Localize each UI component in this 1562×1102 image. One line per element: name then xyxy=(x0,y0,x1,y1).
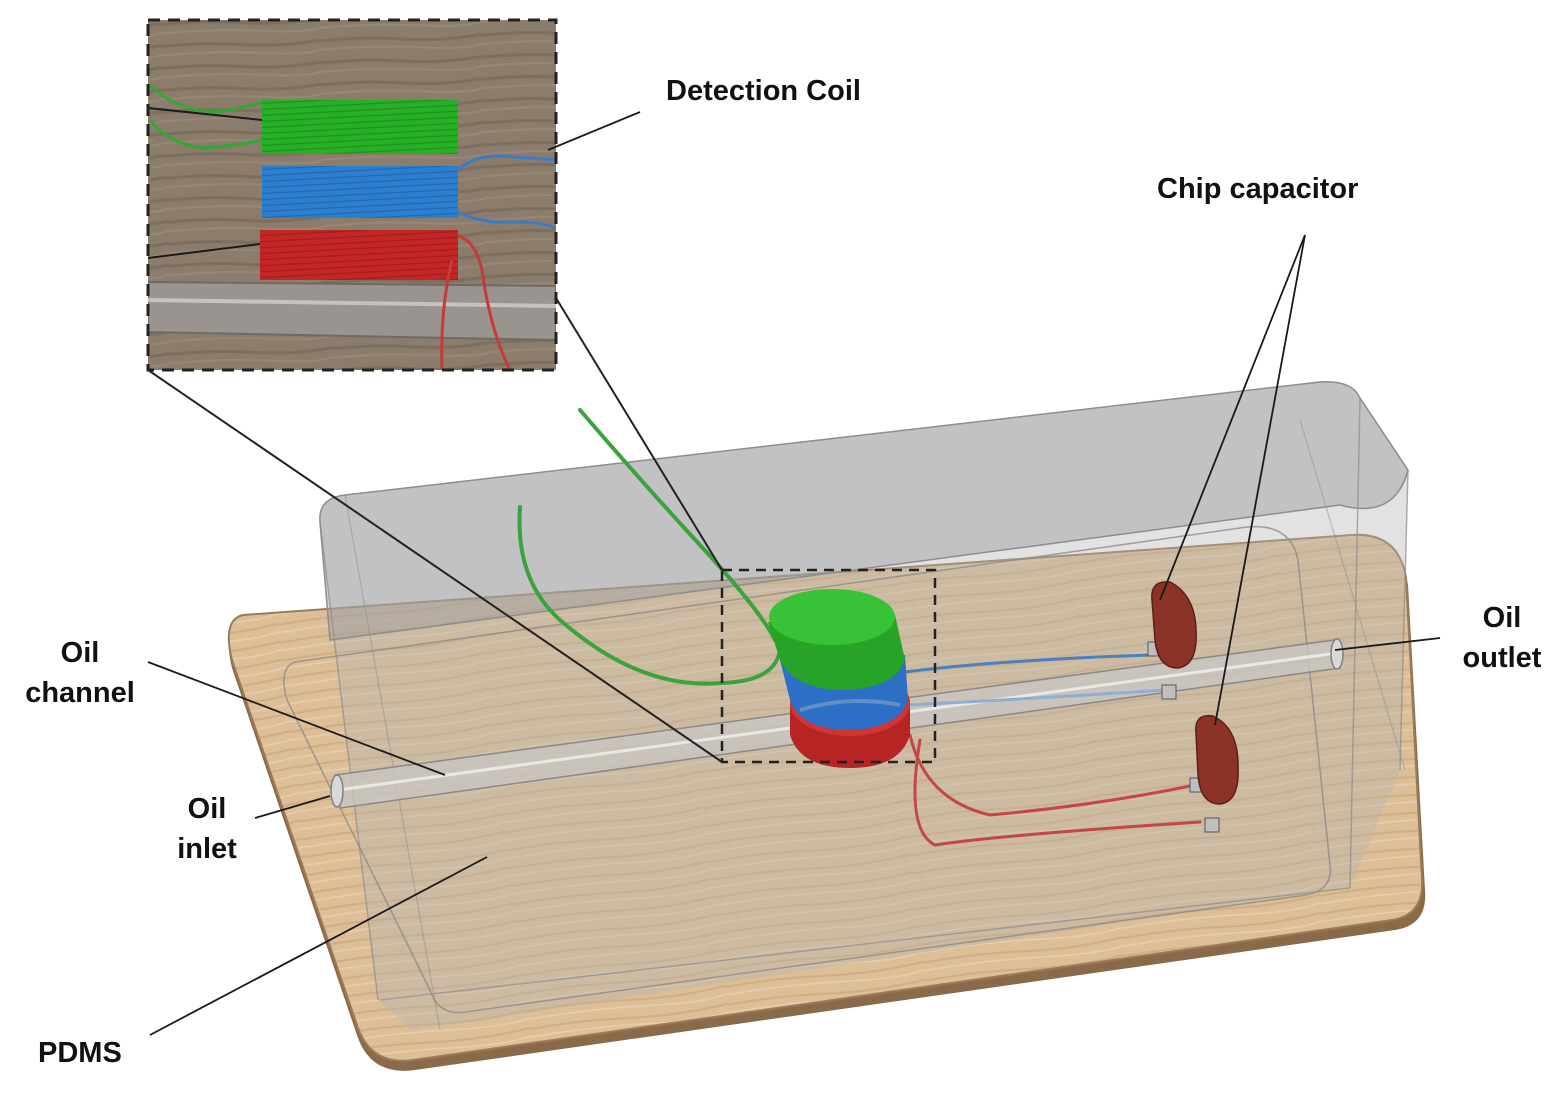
detection-coil xyxy=(768,589,910,768)
chip-capacitor-leader-2 xyxy=(1214,234,1306,726)
oil-inlet-end xyxy=(330,774,344,808)
detection-coil-leader xyxy=(547,111,641,151)
label-oil-inlet-line1: Oil xyxy=(188,793,227,825)
label-oil-channel-line1: Oil xyxy=(61,637,100,669)
label-oil-channel-line2: channel xyxy=(25,677,135,709)
pdms-leader xyxy=(149,856,488,1036)
oil-outlet-end xyxy=(1330,638,1344,670)
coil-inset xyxy=(148,20,556,370)
chip-capacitor-bottom xyxy=(1189,714,1239,833)
oil-inlet-leader xyxy=(254,795,331,819)
zoom-connector-lines xyxy=(147,297,723,763)
label-pdms: PDMS xyxy=(38,1037,122,1069)
leader-lines xyxy=(147,111,1441,1036)
inset-frame xyxy=(146,18,558,372)
label-oil-outlet-line1: Oil xyxy=(1483,602,1522,634)
label-oil-outlet-line2: outlet xyxy=(1463,642,1542,674)
oil-channel-leader xyxy=(147,661,446,776)
oil-outlet-leader xyxy=(1334,637,1441,651)
coil-wires xyxy=(517,408,1202,847)
label-chip-capacitor: Chip capacitor xyxy=(1157,173,1358,205)
chip-capacitor-leader-1 xyxy=(1159,234,1306,601)
label-oil-inlet-line2: inlet xyxy=(177,833,237,865)
chip-capacitor-top xyxy=(1147,581,1197,700)
coil-highlight-box xyxy=(720,568,937,764)
label-detection-coil: Detection Coil xyxy=(666,75,861,107)
